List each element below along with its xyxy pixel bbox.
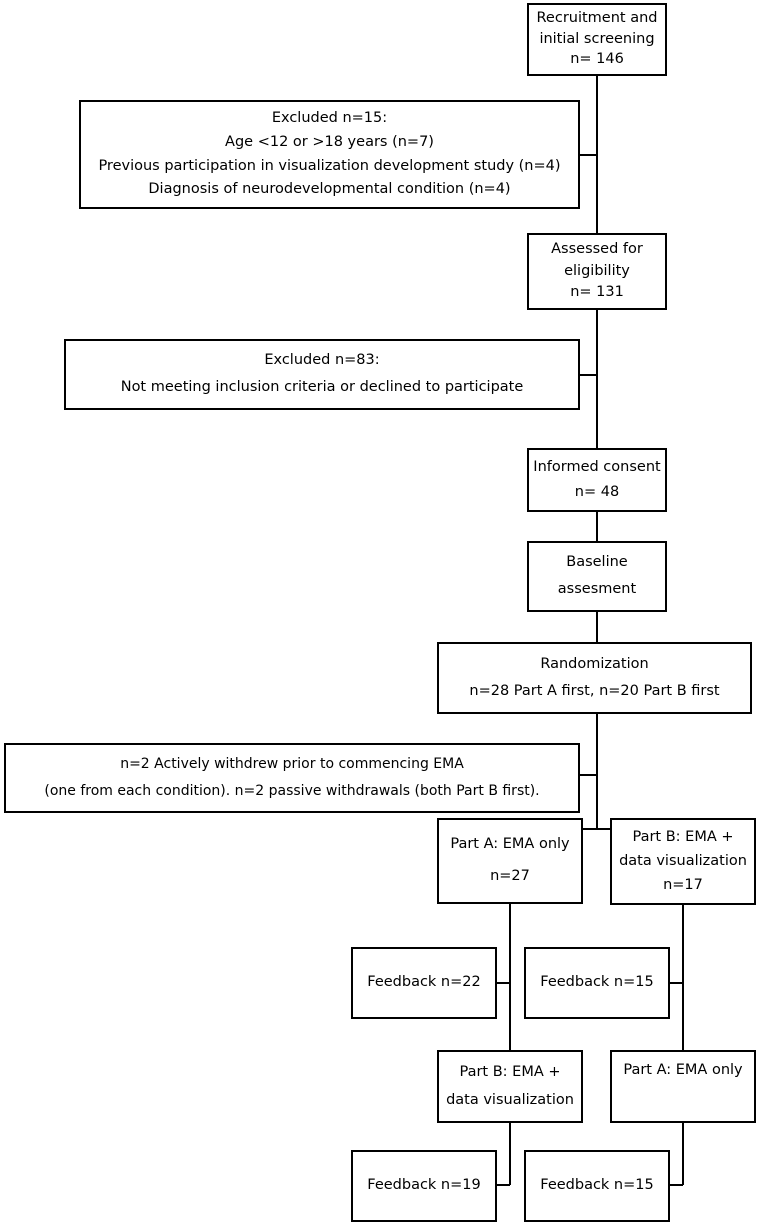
feedback-right-2-label: Feedback n=15 (540, 1177, 654, 1194)
feedback-left-1-box: Feedback n=22 (351, 947, 497, 1019)
part-a-second-label: Part A: EMA only (623, 1062, 743, 1078)
randomization-allocation: n=28 Part A first, n=20 Part B first (469, 682, 720, 699)
part-a-first-count: n=27 (490, 868, 530, 885)
baseline-line-1: Baseline (566, 554, 628, 571)
excluded-eligibility-box: Excluded n=83: Not meeting inclusion cri… (64, 339, 580, 410)
feedback-left-1-label: Feedback n=22 (367, 974, 481, 991)
excluded-eligibility-reason: Not meeting inclusion criteria or declin… (120, 379, 524, 396)
consent-count: n= 48 (574, 483, 620, 500)
excluded-screening-reason-age: Age <12 or >18 years (n=7) (225, 133, 434, 150)
consent-box: Informed consent n= 48 (527, 448, 667, 512)
part-b-second-line-2: data visualization (446, 1091, 574, 1108)
eligibility-line-1: Assessed for (551, 241, 643, 258)
recruitment-box: Recruitment and initial screening n= 146 (527, 3, 667, 76)
randomization-box: Randomization n=28 Part A first, n=20 Pa… (437, 642, 752, 714)
withdrawals-box: n=2 Actively withdrew prior to commencin… (4, 743, 580, 813)
feedback-left-2-box: Feedback n=19 (351, 1150, 497, 1222)
part-b-second-box: Part B: EMA + data visualization (437, 1050, 583, 1123)
part-b-first-line-1: Part B: EMA + (632, 828, 734, 845)
excluded-screening-box: Excluded n=15: Age <12 or >18 years (n=7… (79, 100, 580, 209)
excluded-screening-title: Excluded n=15: (271, 110, 388, 127)
part-a-first-box: Part A: EMA only n=27 (437, 818, 583, 904)
eligibility-line-2: eligibility (564, 262, 630, 279)
consent-label: Informed consent (533, 459, 661, 476)
excluded-screening-reason-diagnosis: Diagnosis of neurodevelopmental conditio… (148, 181, 511, 198)
eligibility-count: n= 131 (570, 284, 624, 301)
part-b-first-box: Part B: EMA + data visualization n=17 (610, 818, 756, 905)
part-b-second-line-1: Part B: EMA + (459, 1064, 561, 1081)
feedback-right-1-box: Feedback n=15 (524, 947, 670, 1019)
part-a-second-box: Part A: EMA only (610, 1050, 756, 1123)
excluded-screening-reason-previous: Previous participation in visualization … (98, 157, 561, 174)
feedback-left-2-label: Feedback n=19 (367, 1177, 481, 1194)
part-a-first-label: Part A: EMA only (450, 836, 570, 853)
withdrawals-line-1: n=2 Actively withdrew prior to commencin… (120, 756, 464, 773)
withdrawals-line-2: (one from each condition). n=2 passive w… (44, 782, 540, 799)
recruitment-line-2: initial screening (539, 30, 655, 47)
randomization-title: Randomization (540, 655, 649, 672)
part-b-first-count: n=17 (663, 876, 703, 893)
feedback-right-1-label: Feedback n=15 (540, 974, 654, 991)
feedback-right-2-box: Feedback n=15 (524, 1150, 670, 1222)
eligibility-box: Assessed for eligibility n= 131 (527, 233, 667, 310)
baseline-box: Baseline assesment (527, 541, 667, 612)
excluded-eligibility-title: Excluded n=83: (264, 352, 380, 369)
recruitment-line-1: Recruitment and (536, 10, 658, 27)
baseline-line-2: assesment (557, 581, 637, 598)
part-b-first-line-2: data visualization (619, 852, 747, 869)
recruitment-count: n= 146 (570, 51, 624, 68)
